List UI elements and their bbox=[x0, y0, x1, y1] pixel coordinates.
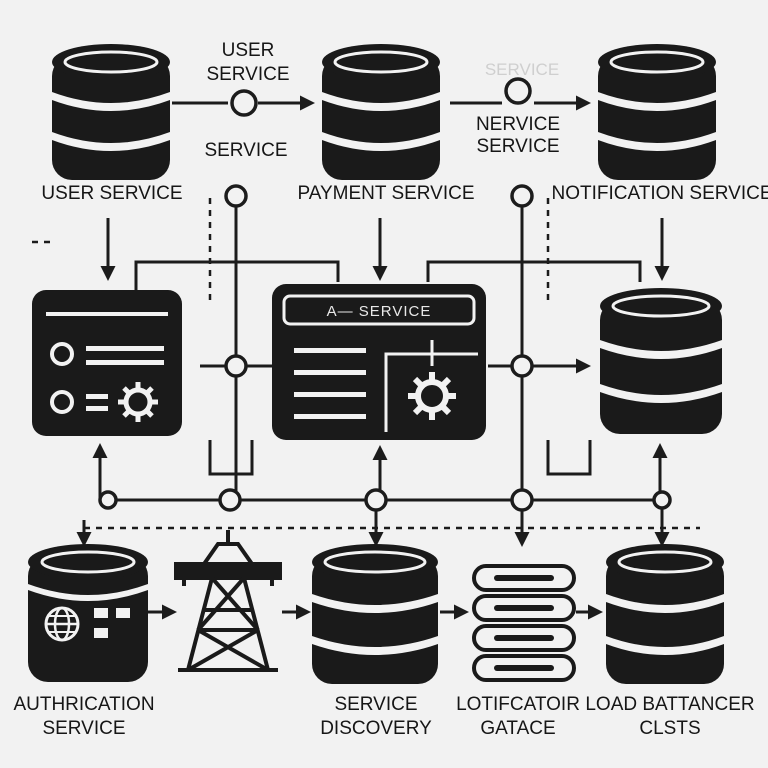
database-icon bbox=[28, 544, 148, 682]
service-discovery-label-line1: SERVICE bbox=[334, 694, 417, 715]
service-discovery-label-line2: DISCOVERY bbox=[320, 718, 432, 739]
top-user-service-label-line2: SERVICE bbox=[206, 64, 289, 85]
database-icon bbox=[312, 544, 438, 684]
database-icon bbox=[598, 44, 716, 180]
gear-icon bbox=[408, 372, 456, 420]
loop-lower-left bbox=[208, 440, 254, 476]
connector-node-icon bbox=[504, 77, 532, 105]
gateway-label-line2: GATACE bbox=[480, 718, 555, 739]
connector-node-icon bbox=[224, 354, 248, 378]
authentication-service-label-line2: SERVICE bbox=[42, 718, 125, 739]
database-icon bbox=[52, 44, 170, 180]
app-window-icon bbox=[32, 290, 182, 436]
database-icon bbox=[322, 44, 440, 180]
notification-service-label: NOTIFICATION SERVICE bbox=[552, 183, 768, 204]
database-icon bbox=[600, 288, 722, 434]
payment-service-label: PAYMENT SERVICE bbox=[297, 183, 474, 204]
authentication-service-label-line1: AUTHRICATION bbox=[13, 694, 154, 715]
app-window-title: A— SERVICE bbox=[327, 303, 432, 320]
connector-node-icon bbox=[364, 488, 388, 512]
globe-icon bbox=[44, 606, 80, 642]
load-balancer-label-line1: LOAD BATTANCER bbox=[585, 694, 754, 715]
loop-upper-left bbox=[134, 260, 340, 290]
load-balancer-label-line2: CLSTS bbox=[639, 718, 700, 739]
app-window-icon: A— SERVICE bbox=[272, 284, 486, 440]
server-stack-icon bbox=[472, 564, 576, 682]
top-user-service-label-line1: USER bbox=[222, 40, 275, 61]
top-nervice-label-line2: SERVICE bbox=[476, 136, 559, 157]
ghost-service-label: SERVICE bbox=[485, 60, 559, 79]
transmission-tower-icon bbox=[174, 530, 282, 672]
connector-node-icon bbox=[510, 488, 534, 512]
connector-node-icon bbox=[224, 184, 248, 208]
loop-upper-right bbox=[426, 260, 642, 282]
connector-node-icon bbox=[510, 354, 534, 378]
labels: USER SERVICE SERVICE SERVICE NERVICE SER… bbox=[13, 40, 768, 739]
loop-lower-right bbox=[546, 440, 592, 476]
database-icon bbox=[606, 544, 724, 684]
gateway-label-line1: LOTIFCATOIR bbox=[456, 694, 580, 715]
user-service-label: USER SERVICE bbox=[41, 183, 182, 204]
top-service-label: SERVICE bbox=[204, 140, 287, 161]
connector-node-icon bbox=[510, 184, 534, 208]
connector-node-icon bbox=[218, 488, 242, 512]
connector-nodes bbox=[98, 77, 672, 512]
connector-node-icon bbox=[98, 490, 118, 510]
top-nervice-label-line1: NERVICE bbox=[476, 114, 560, 135]
gear-icon bbox=[118, 382, 158, 422]
connector-node-icon bbox=[230, 89, 258, 117]
connector-node-icon bbox=[652, 490, 672, 510]
